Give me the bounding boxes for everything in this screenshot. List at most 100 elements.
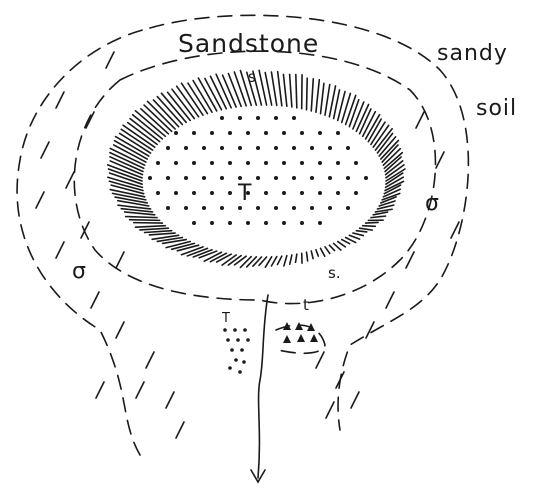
label-sigma-left: σ: [72, 259, 87, 284]
label-s-top: s: [248, 68, 256, 86]
core-dot: [228, 161, 232, 165]
core-dot: [354, 161, 358, 165]
hatch-stroke: [290, 74, 292, 107]
scatter-tick: [116, 252, 124, 268]
middle-boundary: [74, 51, 435, 303]
hatch-stroke: [346, 95, 356, 124]
core-dot: [246, 161, 250, 165]
hatch-stroke: [334, 243, 341, 250]
hatch-stroke: [307, 252, 308, 261]
hatch-ring: [108, 70, 405, 267]
hatch-stroke: [240, 257, 251, 268]
hatch-stroke: [130, 220, 160, 221]
core-dot: [228, 191, 232, 195]
core-dot: [238, 146, 242, 150]
core-dot: [292, 146, 296, 150]
hatch-stroke: [149, 233, 175, 235]
core-dot: [210, 221, 214, 225]
core-dot: [166, 146, 170, 150]
hatch-stroke: [271, 72, 276, 105]
scatter-tick: [166, 392, 174, 408]
scatter-tick: [176, 422, 184, 438]
core-dot: [328, 176, 332, 180]
hatch-stroke: [360, 228, 373, 230]
core-dot: [174, 161, 178, 165]
core-dot: [264, 221, 268, 225]
hatch-stroke: [278, 72, 282, 106]
core-dot: [238, 206, 242, 210]
core-dot: [282, 161, 286, 165]
core-dot: [256, 116, 260, 120]
core-dot: [174, 131, 178, 135]
core-dot: [274, 206, 278, 210]
hatch-stroke: [316, 80, 319, 113]
label-t-lower: t: [303, 296, 309, 314]
core-dot: [210, 131, 214, 135]
hatch-stroke: [353, 102, 364, 129]
hatch-stroke: [234, 72, 246, 106]
patch-dot: [238, 370, 242, 374]
lower-dot-patch: [223, 328, 250, 374]
outer-boundary: [17, 15, 468, 455]
core-dot: [228, 221, 232, 225]
scatter-tick: [136, 382, 144, 398]
scatter-tick: [91, 292, 99, 308]
hatch-stroke: [307, 78, 308, 110]
hatch-stroke: [271, 257, 276, 266]
core-dot: [336, 131, 340, 135]
patch-dot: [226, 338, 230, 342]
hatch-stroke: [110, 157, 143, 172]
core-dot: [256, 146, 260, 150]
scatter-tick: [386, 292, 394, 308]
core-dot: [156, 161, 160, 165]
core-dot: [220, 206, 224, 210]
label-T-lower: T: [221, 311, 230, 326]
core-dot: [310, 206, 314, 210]
label-s-right: s.: [328, 264, 341, 282]
hatch-stroke: [177, 86, 199, 117]
core-dot: [274, 176, 278, 180]
hatch-stroke: [228, 74, 241, 107]
hatch-stroke: [283, 74, 286, 106]
patch-dot: [243, 328, 247, 332]
patch-dot: [223, 328, 227, 332]
core-dot: [238, 116, 242, 120]
scatter-tick: [316, 352, 324, 368]
hatch-stroke: [321, 83, 324, 113]
hatch-stroke: [371, 216, 386, 217]
core-dot: [300, 161, 304, 165]
core-dot: [300, 131, 304, 135]
hatch-stroke: [172, 243, 195, 249]
core-dot: [318, 131, 322, 135]
scatter-tick: [81, 222, 89, 238]
core-dot: [318, 191, 322, 195]
core-dot: [292, 176, 296, 180]
hatch-stroke: [145, 231, 172, 233]
hatch-stroke: [296, 75, 297, 108]
core-dot: [318, 221, 322, 225]
scatter-tick: [351, 392, 359, 408]
core-dot: [282, 131, 286, 135]
stream-line: [258, 295, 268, 478]
hatch-stroke: [342, 240, 350, 244]
scatter-tick: [406, 252, 414, 268]
hatch-stroke: [296, 254, 297, 262]
hatch-stroke: [140, 228, 168, 230]
hatch-stroke: [135, 226, 165, 228]
hatch-stroke: [311, 79, 313, 111]
hatch-stroke: [311, 251, 313, 259]
core-dot: [220, 146, 224, 150]
core-dot: [148, 176, 152, 180]
core-dot: [174, 191, 178, 195]
core-dot: [202, 206, 206, 210]
core-dot: [184, 146, 188, 150]
patch-dot: [236, 338, 240, 342]
label-soil: soil: [476, 96, 517, 121]
core-dot: [346, 206, 350, 210]
hatch-stroke: [126, 217, 157, 218]
core-dot: [202, 146, 206, 150]
patch-dot: [230, 348, 234, 352]
hatch-stroke: [329, 245, 334, 250]
hatch-stroke: [168, 92, 191, 120]
